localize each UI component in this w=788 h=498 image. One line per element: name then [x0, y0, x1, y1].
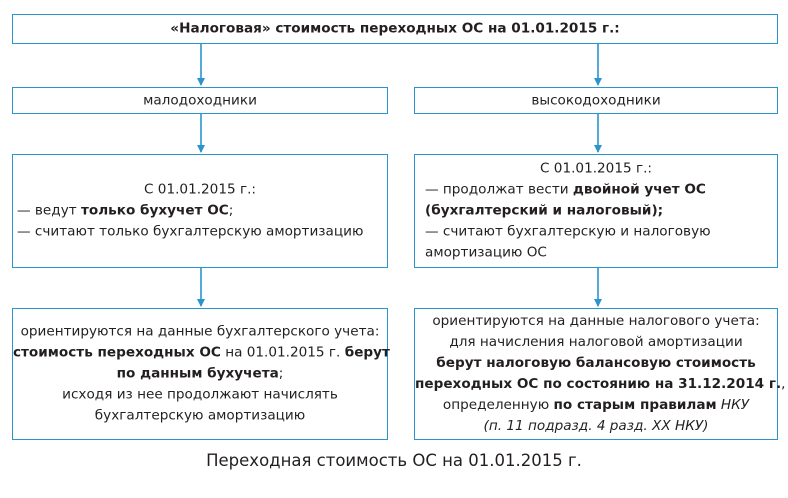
figure-caption: Переходная стоимость ОС на 01.01.2015 г. — [206, 451, 582, 470]
right-basis-line-1: ориентируются на данные налогового учета… — [432, 313, 760, 329]
right-basis-box: ориентируются на данные налогового учета… — [414, 308, 786, 440]
right-accounting-box: С 01.01.2015 г.: — продолжат вести двойн… — [414, 154, 778, 268]
left-basis-line-2: стоимость переходных ОС на 01.01.2015 г.… — [13, 344, 390, 361]
left-basis-line-1: ориентируются на данные бухгалтерского у… — [20, 323, 380, 340]
left-basis-box: ориентируются на данные бухгалтерского у… — [12, 308, 390, 440]
left-accounting-item-2: — считают только бухгалтерскую амортизац… — [17, 223, 364, 240]
right-accounting-item-1: — продолжат вести двойной учет ОС — [425, 181, 706, 198]
top-box: «Налоговая» стоимость переходных ОС на 0… — [12, 14, 778, 44]
left-category-label: малодоходники — [143, 92, 257, 108]
right-basis-line-4: переходных ОС по состоянию на 31.12.2014… — [415, 376, 786, 392]
left-category-box: малодоходники — [12, 87, 388, 114]
left-accounting-date: С 01.01.2015 г.: — [143, 181, 256, 198]
right-accounting-item-2-cont: амортизацию ОС — [425, 244, 547, 261]
left-basis-line-5: бухгалтерскую амортизацию — [94, 407, 306, 424]
left-accounting-item-1: — ведут только бухучет ОС; — [17, 202, 234, 219]
top-box-title: «Налоговая» стоимость переходных ОС на 0… — [170, 20, 620, 37]
right-accounting-date: С 01.01.2015 г.: — [539, 160, 652, 177]
left-basis-line-3: по данным бухучета; — [116, 365, 284, 382]
right-category-box: высокодоходники — [414, 87, 778, 114]
left-accounting-box: С 01.01.2015 г.: — ведут только бухучет … — [12, 154, 388, 268]
right-category-label: высокодоходники — [531, 92, 661, 108]
left-basis-line-4: исходя из нее продолжают начислять — [62, 386, 338, 403]
right-basis-line-6: (п. 11 подразд. 4 разд. XX НКУ) — [483, 418, 709, 434]
right-basis-line-5: определенную по старым правилам НКУ — [442, 397, 750, 413]
right-accounting-item-2: — считают бухгалтерскую и налоговую — [425, 223, 711, 240]
right-accounting-item-1-cont: (бухгалтерский и налоговый); — [425, 202, 664, 219]
right-basis-line-2: для начисления налоговой амортизации — [449, 334, 743, 350]
right-basis-line-3: берут налоговую балансовую стоимость — [436, 355, 756, 371]
